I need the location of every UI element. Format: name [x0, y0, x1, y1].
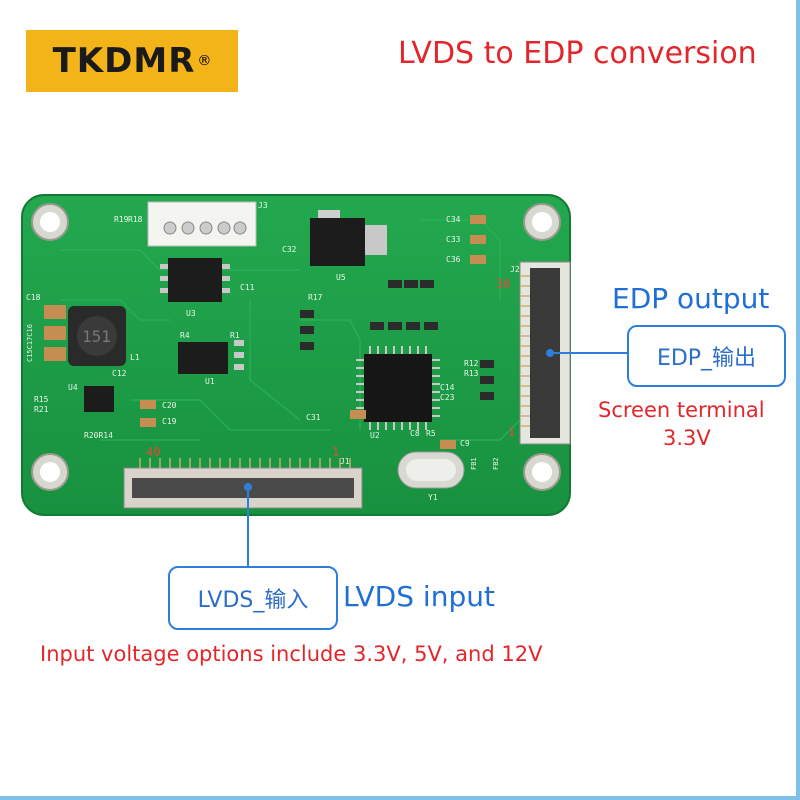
silk-l1: L1: [130, 353, 140, 362]
mounting-holes: [31, 203, 561, 491]
edp-note-line2: 3.3V: [663, 426, 711, 450]
silk-c20: C20: [162, 401, 177, 410]
silk-j3: J3: [258, 201, 268, 210]
silk-c15: C15C17C16: [26, 324, 34, 362]
u1-chip: [178, 342, 228, 374]
silk-c14: C14: [440, 383, 455, 392]
silk-fb2: FB2: [492, 457, 500, 470]
edp-leader-line: [548, 352, 628, 354]
silk-c23: C23: [440, 393, 455, 402]
u2-pins: [356, 346, 440, 430]
silk-c19: C19: [162, 417, 177, 426]
edp-note-line1: Screen terminal: [598, 398, 765, 422]
lvds-callout-box: LVDS_输入: [168, 566, 338, 630]
silk-j2: J2: [510, 265, 520, 274]
brand-logo: TKDMR ®: [26, 30, 238, 92]
u4-chip: [84, 386, 114, 412]
silk-c36: C36: [446, 255, 461, 264]
silk-c33: C33: [446, 235, 461, 244]
pcb-traces: [60, 219, 521, 441]
silk-c11: C11: [240, 283, 255, 292]
registered-mark: ®: [197, 53, 212, 69]
edp-output-heading: EDP output: [612, 282, 770, 315]
j1-lvds-connector: [123, 458, 363, 509]
pin-30-label: 30: [496, 277, 510, 291]
silk-c18: C18: [26, 293, 41, 302]
edp-leader-dot: [546, 349, 554, 357]
y1-crystal: [397, 451, 465, 489]
lvds-input-heading: LVDS input: [343, 580, 495, 613]
silk-u5: U5: [336, 273, 346, 282]
u3-chip: [168, 258, 222, 302]
silk-r18: R18: [128, 215, 143, 224]
edp-callout-box: EDP_输出: [627, 325, 786, 387]
pin-1-j2-label: 1: [508, 425, 515, 439]
j3-connector: [147, 201, 257, 247]
silk-r13: R13: [464, 369, 479, 378]
logo-text: TKDMR: [52, 41, 196, 81]
silk-r17: R17: [308, 293, 323, 302]
lvds-leader-dot: [244, 483, 252, 491]
silk-u4: U4: [68, 383, 78, 392]
silk-c9: C9: [460, 439, 470, 448]
silk-r12: R12: [464, 359, 479, 368]
silk-c31: C31: [306, 413, 321, 422]
silk-r15: R15: [34, 395, 49, 404]
pin-40-label: 40: [146, 445, 160, 459]
u5-regulator: [310, 210, 387, 266]
silk-r1: R1: [230, 331, 240, 340]
l1-inductor: 151: [68, 306, 126, 366]
silk-c8: C8: [410, 429, 420, 438]
silk-u1: U1: [205, 377, 215, 386]
silk-y1: Y1: [428, 493, 438, 502]
lvds-voltage-note: Input voltage options include 3.3V, 5V, …: [40, 642, 543, 666]
svg-text:151: 151: [82, 327, 111, 346]
u2-main-chip: [364, 354, 432, 422]
silk-r19: R19: [114, 215, 129, 224]
silk-u2: U2: [370, 431, 380, 440]
silk-r4: R4: [180, 331, 190, 340]
pin-markers: 30 1 40 1: [146, 277, 515, 459]
lvds-leader-line: [247, 488, 249, 566]
silk-c32: C32: [282, 245, 297, 254]
silk-r21: R21: [34, 405, 49, 414]
silk-u3: U3: [186, 309, 196, 318]
silk-r5: R5: [426, 429, 436, 438]
silk-c12: C12: [112, 369, 127, 378]
silk-c34: C34: [446, 215, 461, 224]
silk-j1: J1: [340, 457, 350, 466]
silkscreen-labels: J3 R19 R18 C32 U5 C34 C33 C36 J2 C18 C15…: [26, 201, 520, 502]
pin-1-j1-label: 1: [332, 445, 339, 459]
silk-fb1: FB1: [470, 457, 478, 470]
product-title: LVDS to EDP conversion: [398, 36, 757, 71]
silk-r20: R20R14: [84, 431, 113, 440]
